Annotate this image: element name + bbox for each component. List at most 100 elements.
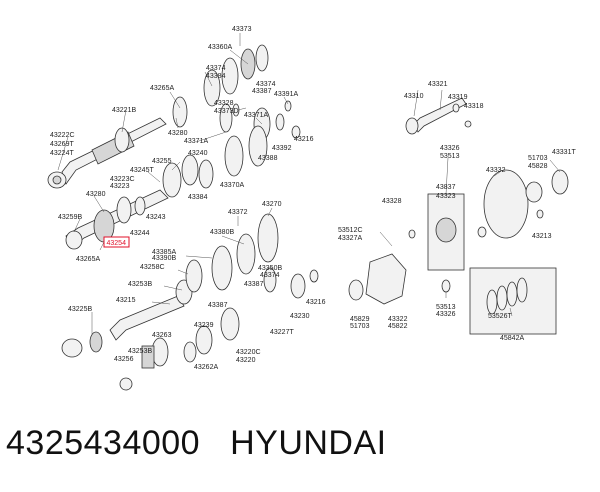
callout-43384: 43384 bbox=[206, 73, 226, 80]
callout-43387: 43387 bbox=[244, 281, 264, 288]
callout-43371a: 43371A bbox=[184, 138, 208, 145]
callout-43239: 43239 bbox=[194, 322, 214, 329]
callout-43265a: 43265A bbox=[76, 256, 100, 263]
shift-rod-43321 bbox=[413, 97, 467, 133]
gear-43240 bbox=[181, 154, 199, 186]
callout-53512c: 53512C bbox=[338, 227, 363, 234]
gear-43373 bbox=[255, 44, 269, 72]
callout-45842a: 45842A bbox=[500, 335, 524, 342]
callout-43221b: 43221B bbox=[112, 107, 136, 114]
synchro-43370a bbox=[224, 135, 244, 177]
callout-43326: 43326 bbox=[436, 311, 456, 318]
callout-43243: 43243 bbox=[146, 214, 166, 221]
callout-43387: 43387 bbox=[252, 88, 272, 95]
part-number: 4325434000 bbox=[6, 424, 201, 462]
callout-43259b: 43259B bbox=[58, 214, 82, 221]
ring-43216-lower bbox=[309, 269, 319, 283]
callout-53513: 53513 bbox=[436, 304, 456, 311]
callout-43328: 43328 bbox=[214, 100, 234, 107]
bearing-43225b bbox=[61, 338, 83, 358]
washer-53513 bbox=[441, 279, 451, 293]
callout-43262a: 43262A bbox=[194, 364, 218, 371]
synchro-43374 bbox=[203, 69, 221, 107]
callout-43326: 43326 bbox=[440, 145, 460, 152]
callout-43244: 43244 bbox=[130, 230, 150, 237]
callout-43837: 43837 bbox=[436, 184, 456, 191]
callout-43374: 43374 bbox=[206, 65, 226, 72]
pinion-gear bbox=[435, 217, 457, 243]
callout-43253b: 43253B bbox=[128, 281, 152, 288]
bearing-43224t-inner bbox=[52, 175, 62, 185]
callout-45829: 45829 bbox=[350, 316, 370, 323]
callout-43374: 43374 bbox=[256, 81, 276, 88]
synchro-43350b bbox=[263, 267, 277, 293]
callout-45822: 45822 bbox=[388, 323, 408, 330]
callout-43220: 43220 bbox=[236, 357, 256, 364]
callout-43280: 43280 bbox=[86, 191, 106, 198]
callout-43222c: 43222C bbox=[50, 132, 75, 139]
callout-43280: 43280 bbox=[168, 130, 188, 137]
exploded-transmission-diagram: 4337343360A4337443384433874337443265A432… bbox=[47, 26, 576, 391]
callout-43213: 43213 bbox=[532, 233, 552, 240]
callout-43263: 43263 bbox=[152, 332, 172, 339]
callout-51703: 51703 bbox=[528, 155, 548, 162]
callout-43223: 43223 bbox=[110, 183, 130, 190]
callout-43310: 43310 bbox=[404, 93, 424, 100]
callout-43390b: 43390B bbox=[152, 255, 176, 262]
callout-43319: 43319 bbox=[448, 94, 468, 101]
gear-43280-upper bbox=[172, 96, 188, 128]
highlighted-part-label[interactable]: 43254 bbox=[103, 236, 130, 248]
ring-43322 bbox=[408, 229, 416, 239]
callout-43373d: 43373D bbox=[214, 108, 239, 115]
callout-43225b: 43225B bbox=[68, 306, 92, 313]
gear-43239 bbox=[195, 325, 213, 355]
callout-53526t: 53526T bbox=[488, 313, 512, 320]
callout-43322: 43322 bbox=[388, 316, 408, 323]
gear-43227t bbox=[89, 331, 103, 353]
callout-43220c: 43220C bbox=[236, 349, 261, 356]
bearing-51703 bbox=[525, 181, 543, 203]
callout-43371a: 43371A bbox=[244, 112, 268, 119]
differential-group bbox=[348, 169, 569, 305]
callout-43230: 43230 bbox=[290, 313, 310, 320]
callout-43255: 43255 bbox=[152, 158, 172, 165]
gear-43220c bbox=[220, 307, 240, 341]
output-shaft-43215 bbox=[109, 295, 185, 341]
ring-43216-upper bbox=[291, 125, 301, 139]
callout-43216: 43216 bbox=[306, 299, 326, 306]
highlight-box bbox=[103, 236, 130, 248]
output-shaft-group bbox=[61, 213, 319, 391]
callout-43270: 43270 bbox=[262, 201, 282, 208]
callout-43391a: 43391A bbox=[274, 91, 298, 98]
gear-43230 bbox=[290, 273, 306, 299]
callout-43216: 43216 bbox=[294, 136, 314, 143]
ring-43213 bbox=[536, 209, 544, 219]
gear-43310 bbox=[405, 117, 419, 135]
gear-43223 bbox=[116, 196, 132, 224]
gear-43384 bbox=[221, 57, 239, 95]
leader-lines bbox=[57, 33, 561, 334]
highlight-text: 43254 bbox=[107, 240, 127, 247]
screw-43318 bbox=[464, 120, 472, 128]
callout-43265a: 43265A bbox=[150, 85, 174, 92]
callout-43258c: 43258C bbox=[140, 264, 165, 271]
callout-43321: 43321 bbox=[428, 81, 448, 88]
callout-43245t: 43245T bbox=[130, 167, 154, 174]
gear-43388 bbox=[248, 125, 268, 167]
callout-43372: 43372 bbox=[228, 209, 248, 216]
callout-43256: 43256 bbox=[114, 356, 134, 363]
ring-43391a bbox=[284, 100, 292, 112]
callout-43392: 43392 bbox=[272, 145, 292, 152]
gear-43384-mid bbox=[198, 159, 214, 189]
gear-43270 bbox=[257, 213, 279, 263]
washer-43323 bbox=[477, 226, 487, 238]
seal-43331t bbox=[551, 169, 569, 195]
callout-43327a: 43327A bbox=[338, 235, 362, 242]
callout-43328: 43328 bbox=[382, 198, 402, 205]
synchro-43380b bbox=[236, 233, 256, 275]
callout-43373: 43373 bbox=[232, 26, 252, 33]
disc-53526t-2 bbox=[496, 285, 508, 311]
callout-43374: 43374 bbox=[260, 272, 280, 279]
callout-43253b: 43253B bbox=[128, 348, 152, 355]
